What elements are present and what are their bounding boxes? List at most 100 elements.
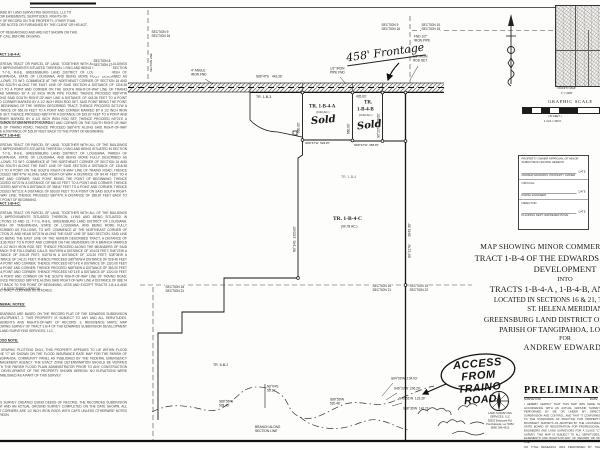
road-distance: 435.60' <box>356 94 367 99</box>
certification-fine-print: I HEREBY CERTIFY THAT THIS MAP WAS MADE … <box>524 403 600 450</box>
company-name-line: LAND SURVEYING <box>488 412 512 415</box>
tract-c-label: TR. 1-B-4-C <box>333 215 363 222</box>
sold-note-tract-a: Sold <box>310 113 337 128</box>
company-name-line: SERVICES, LLC <box>489 415 511 419</box>
tie-line-bearing: N0°04'E 59.10' <box>267 385 279 393</box>
access-arrow <box>421 383 447 395</box>
legal-heading: FLOOD NOTE: <box>0 339 19 343</box>
legal-heading: TRACT 1-B-4-B: <box>0 134 21 138</box>
tract-c-area: (90.78 AC.) <box>341 225 358 229</box>
surveyor-company-block: LAND SURVEYING SERVICES, LLC 38525 Brick… <box>476 412 524 448</box>
west-boundary-bearing: N0°14'E 1320.00' <box>292 226 297 252</box>
title-line: ANDREW EDWARDS <box>523 343 600 352</box>
title-line: TRACTS 1-B-4-A , 1-B-4-B, AND 1-B-4-C <box>489 284 600 294</box>
creek-meander <box>151 385 435 431</box>
property-boundary <box>157 83 444 440</box>
company-address-line: Ponchatoula, La 70454 <box>486 422 514 426</box>
approval-section-label: DIRECTOR <box>521 201 537 205</box>
surveyor-logo-icon <box>489 391 509 411</box>
tract-divider-distance: 660.00' <box>347 123 351 134</box>
legal-body: A CERTAIN TRACT OR PARCEL OF LAND, TOGET… <box>0 143 127 202</box>
graphic-scale-bar <box>522 107 600 114</box>
tract-a-west-distance: 660.00' <box>296 122 301 133</box>
vicinity-map-scale: 1" = 2000' <box>561 92 573 95</box>
flood-note-block: FLOOD NOTE: BY GRAPHIC PLOTTING ONLY, TH… <box>0 335 127 430</box>
title-line: GREENSBURG LAND DISTRICT OF LOUISIANA <box>483 314 600 324</box>
creek-call-2: S46°23'W 206.29' <box>394 387 421 391</box>
annotation-marks <box>386 62 516 395</box>
signature-line <box>521 190 577 194</box>
pin-callout-nw: 4" ANGLE IRON FND <box>191 69 207 77</box>
section-line-vertical-label: SECTION LINE <box>149 53 153 72</box>
surveyor-signature-row: SURVEYOR DATE <box>524 397 598 404</box>
parent-tract-label: TR. 1-B-4 <box>341 175 357 180</box>
corner-pins <box>296 90 408 287</box>
legal-description-tract-c: TRACT 1-B-4-C: A CERTAIN TRACT OR PARCEL… <box>0 198 127 394</box>
tract-b-area: (3.00 AC.) <box>359 114 373 117</box>
legal-body: BY GRAPHIC PLOTTING ONLY, THIS PROPERTY … <box>0 348 127 378</box>
signature-row: DATE <box>521 210 586 214</box>
note-paragraph: S NOT RESEARCHED AND ARE NOT SHOWN ON TH… <box>0 31 78 39</box>
signature-line <box>521 170 577 174</box>
survey-notes-top: S MADE BY LAND SURVEYING SERVICES, LLC T… <box>0 11 127 45</box>
signature-label: ANDREW EDWARDS, PROPERTY OWNER <box>521 173 576 177</box>
legal-heading: GENERAL NOTES: <box>0 303 26 307</box>
road-strip <box>128 82 444 93</box>
scale-feet-label: ( IN FEET ) <box>548 115 562 118</box>
general-notes-block: GENERAL NOTES: 1. BEARINGS ARE BASED ON … <box>0 299 127 377</box>
creek-call-3: S40°51'W 123.30' <box>399 397 426 401</box>
title-line: MAP SHOWING MINOR COMMERCIAL PARCEL <box>480 242 600 251</box>
creek-call-west: S89°56'W 528.46' <box>219 400 234 408</box>
tract-a-south-bearing: N89°47'W 529.87' <box>305 141 330 145</box>
legal-description-tract-a: TRACT 1-B-4-A: A CERTAIN TRACT OR PARCEL… <box>0 49 127 228</box>
title-line: DEVELOPMENT <box>533 264 597 274</box>
road-bearing: S89°47'E 443.36' <box>256 75 283 79</box>
creek-call-4: S38°36'W 142.21' <box>403 407 430 411</box>
title-line: PARISH OF TANGIPAHOA, LOUISIANA <box>499 325 600 334</box>
legal-heading: TRACT 1-B-4-A: <box>0 53 21 57</box>
legal-description-tract-b: TRACT 1-B-4-B: A CERTAIN TRACT OR PARCEL… <box>0 130 127 284</box>
tract-b-south-bearing: N89°47'W 358.87' <box>354 143 379 147</box>
access-handwritten-note: ACCESS FROM TRAINO ROAD <box>452 355 503 408</box>
pin-callout-ne: 1/2" IRON ROD SET <box>413 55 428 63</box>
north-arrow-icon <box>506 14 516 87</box>
title-line: TRACT 1-B-4 OF THE EDWARDS SUBDIVISION <box>474 252 600 263</box>
surveyor-date-label: DATE <box>590 398 598 401</box>
approval-signature-block: PROPERTY OWNER APPROVAL OF MINOR SUBDIVI… <box>518 155 589 230</box>
survey-notes-digging: S NOT RESEARCHED AND ARE NOT SHOWN ON TH… <box>0 31 127 48</box>
surveyor-signature-label: SURVEYOR <box>524 398 541 401</box>
signature-label: PLANNING DEPT. REPRESENTATIVE <box>521 213 569 217</box>
title-line: LOCATED IN SECTIONS 16 & 21, T-7-S, R-8-… <box>493 295 600 304</box>
tract-b-label-line1: TR. <box>364 99 373 106</box>
brush-squiggles <box>417 403 485 436</box>
title-line: ST. HELENA MERIDIAN <box>527 305 600 313</box>
survey-method-note: THIS SURVEY CREATED USING DEEDS OF RECOR… <box>0 401 127 418</box>
neighbor-tract-nw-label: TR. 1-B-3 <box>256 95 272 100</box>
tract-a-area: (3.00 AC.) <box>316 111 330 114</box>
signature-row: DATE <box>521 170 586 174</box>
preliminary-stamp: PRELIMINARY <box>524 385 600 396</box>
divider <box>519 179 588 180</box>
tract-a-label: TR. 1-B-4-A <box>309 103 336 110</box>
note-paragraph: S MADE BY LAND SURVEYING SERVICES, LLC T… <box>0 11 88 28</box>
east-boundary-bearing: S0°21'W 2643.36' <box>407 223 412 258</box>
pob-callout: FND 1/2" IRON PIPE <box>414 35 431 43</box>
company-phone-line: (985) 386-4512 <box>490 426 510 430</box>
company-address-line: 38525 Brickyard Rd. <box>487 419 513 423</box>
divider <box>519 199 588 200</box>
legal-body: A CERTAIN TRACT OR PARCEL OF LAND, TOGET… <box>0 62 127 134</box>
legal-body: 1. BEARINGS ARE BASED ON THE RECORD PLAT… <box>0 312 127 333</box>
vicinity-map <box>555 5 600 87</box>
creek-call-mid: S89°56'W 520.46' <box>330 398 345 406</box>
title-line: INTO <box>557 275 573 283</box>
signature-label: PARISH ENGINEER <box>521 193 547 197</box>
neighbor-tract-sw-label: TR. 5-B-2 <box>213 363 229 368</box>
approval-header: PROPERTY OWNER APPROVAL OF MINOR SUBDIVI… <box>521 157 579 165</box>
acreage-line-a: SAID TRACT CONTAINS 3.00 ACRES. <box>0 121 51 125</box>
